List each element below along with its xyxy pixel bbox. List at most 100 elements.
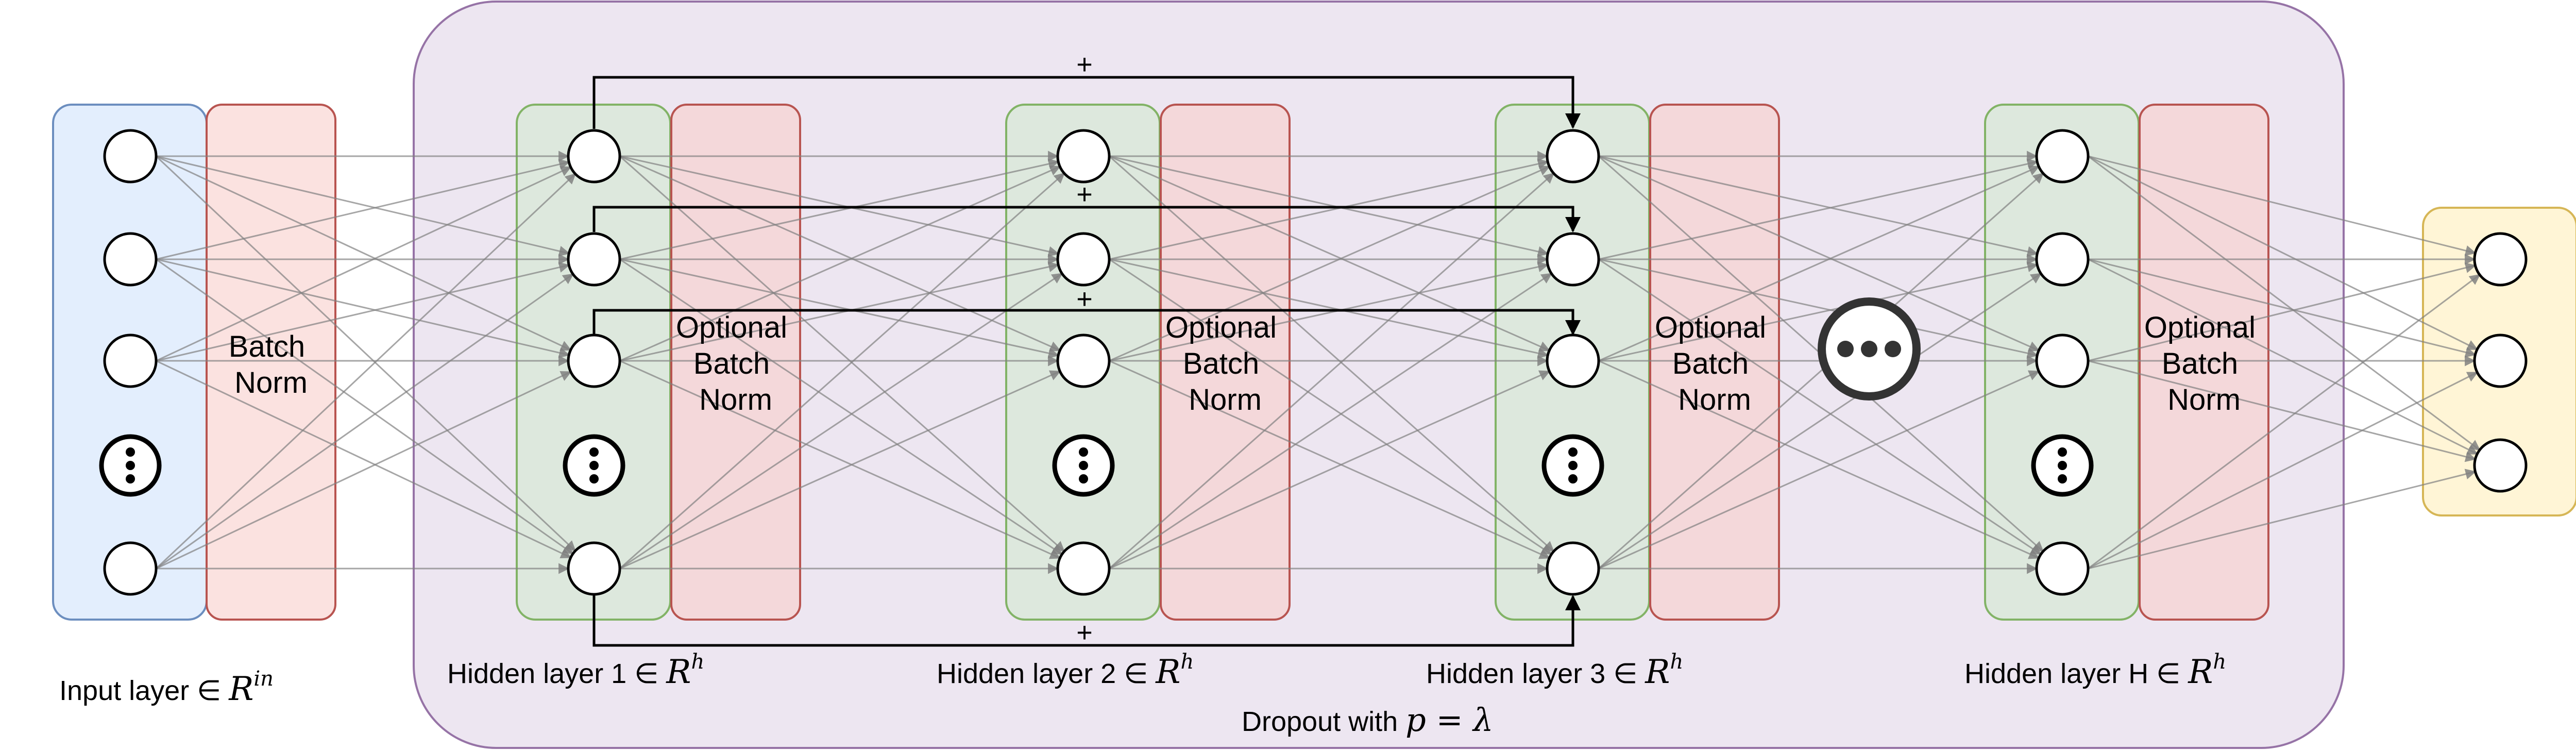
connection-edge [2088,155,2481,451]
output-neuron [2473,334,2528,388]
connection-edge [1598,273,2042,570]
hidden3-neuron [1546,129,1600,184]
connection-edge [1598,165,2040,362]
hiddenH-neuron [2035,232,2090,287]
vertical-ellipsis-icon [563,434,625,497]
dropout-region [413,1,2345,749]
optional-batch-norm-1-label: Optional Batch Norm [676,311,795,416]
optional-batch-norm-2-box [1160,104,1291,621]
hidden1-neuron [567,232,621,287]
connection-edge [1109,258,1553,555]
connection-edge [156,262,570,362]
hidden3-neuron [1546,541,1600,596]
connection-edge [156,273,574,570]
connection-edge [156,360,572,558]
input-neuron [103,129,158,184]
connection-edge [1109,273,1553,570]
connection-edge [1109,261,1549,362]
connection-edge [1109,165,1551,362]
batch-norm-label: Batch Norm [229,330,313,399]
optional-batch-norm-4-box [2139,104,2269,621]
hidden1-neuron [567,129,621,184]
connection-edge [2088,360,2477,462]
hidden3-neuron [1546,334,1600,388]
connection-edge [156,258,570,358]
connection-edge [619,172,1065,570]
skip-plus-3: + [1076,284,1093,314]
horizontal-ellipsis-icon [1818,297,1921,401]
connection-edge [1109,360,1551,559]
connection-edge [156,371,572,570]
connection-edge [1109,155,1555,553]
connection-edge [1109,172,1555,570]
connection-edge [619,360,1061,559]
output-neuron [2473,438,2528,493]
connection-edge [156,166,572,362]
hidden1-neuron [567,334,621,388]
hidden2-neuron [1056,232,1111,287]
input-neuron [103,334,158,388]
connection-edge [1598,155,2039,257]
hidden2-neuron [1056,334,1111,388]
connection-edge [1109,370,1551,570]
optional-batch-norm-3-label: Optional Batch Norm [1655,311,1774,416]
skip-plus-2: + [1076,179,1093,210]
connection-edge [619,158,1060,260]
connection-edge [2088,469,2477,570]
input-neuron [103,232,158,287]
connection-edge [1598,360,2040,559]
skip-connection-4 [592,594,1581,647]
hiddenH-neuron [2035,541,2090,596]
connection-edge [2088,274,2481,570]
connection-edge [2088,155,2477,256]
connection-edge [2088,372,2479,570]
skip-connections [592,76,1581,647]
skip-plus-4: + [1076,617,1093,648]
hidden-layer-3-label: Hidden layer 3 ∈ Rh [1426,650,1683,691]
hidden1-neuron [567,541,621,596]
connection-edge [1109,155,1551,352]
skip-plus-1: + [1076,49,1093,80]
optional-batch-norm-3-box [1649,104,1780,621]
connection-edge [619,165,1061,362]
skip-connection-3 [592,309,1581,336]
connection-edge [619,258,1063,555]
connection-edge [1109,155,1549,257]
connection-edge [1598,158,2039,260]
connection-edge [156,155,572,351]
connection-edge [156,159,570,260]
connection-edge [619,273,1063,570]
connection-edge [619,155,1060,257]
neurons [99,129,2528,596]
connection-edge [1598,370,2040,570]
hidden-layer-1-label: Hidden layer 1 ∈ Rh [447,650,704,691]
optional-batch-norm-4-label: Optional Batch Norm [2144,311,2264,416]
input-layer-label: Input layer ∈ Rin [59,667,274,708]
connection-edge [1109,258,1549,359]
input-neuron [103,541,158,596]
connection-edge [1598,258,2042,555]
hidden-layer-2-label: Hidden layer 2 ∈ Rh [937,650,1194,691]
connection-edge [155,155,577,552]
connection-edge [619,370,1061,570]
connection-edge [2088,155,2479,351]
connections [155,151,2481,574]
connection-edge [619,155,1061,352]
connection-edge [1109,158,1549,260]
connection-edge [619,261,1060,362]
connection-edge [156,155,570,257]
connection-edge [155,173,577,570]
vertical-ellipsis-icon [1052,434,1115,497]
vertical-ellipsis-icon [2031,434,2094,497]
connection-edge [2088,262,2477,362]
vertical-ellipsis-icon [99,434,162,497]
connection-edge [2088,258,2477,358]
skip-connection-1 [592,76,1581,129]
connection-edge [619,258,1060,359]
dropout-label: Dropout with p = λ [1242,701,1494,739]
connection-edge [2088,258,2479,455]
connection-edge [1598,172,2044,570]
connection-edge [1598,258,2039,359]
optional-batch-norm-2-label: Optional Batch Norm [1165,311,1285,416]
output-neuron [2473,232,2528,287]
